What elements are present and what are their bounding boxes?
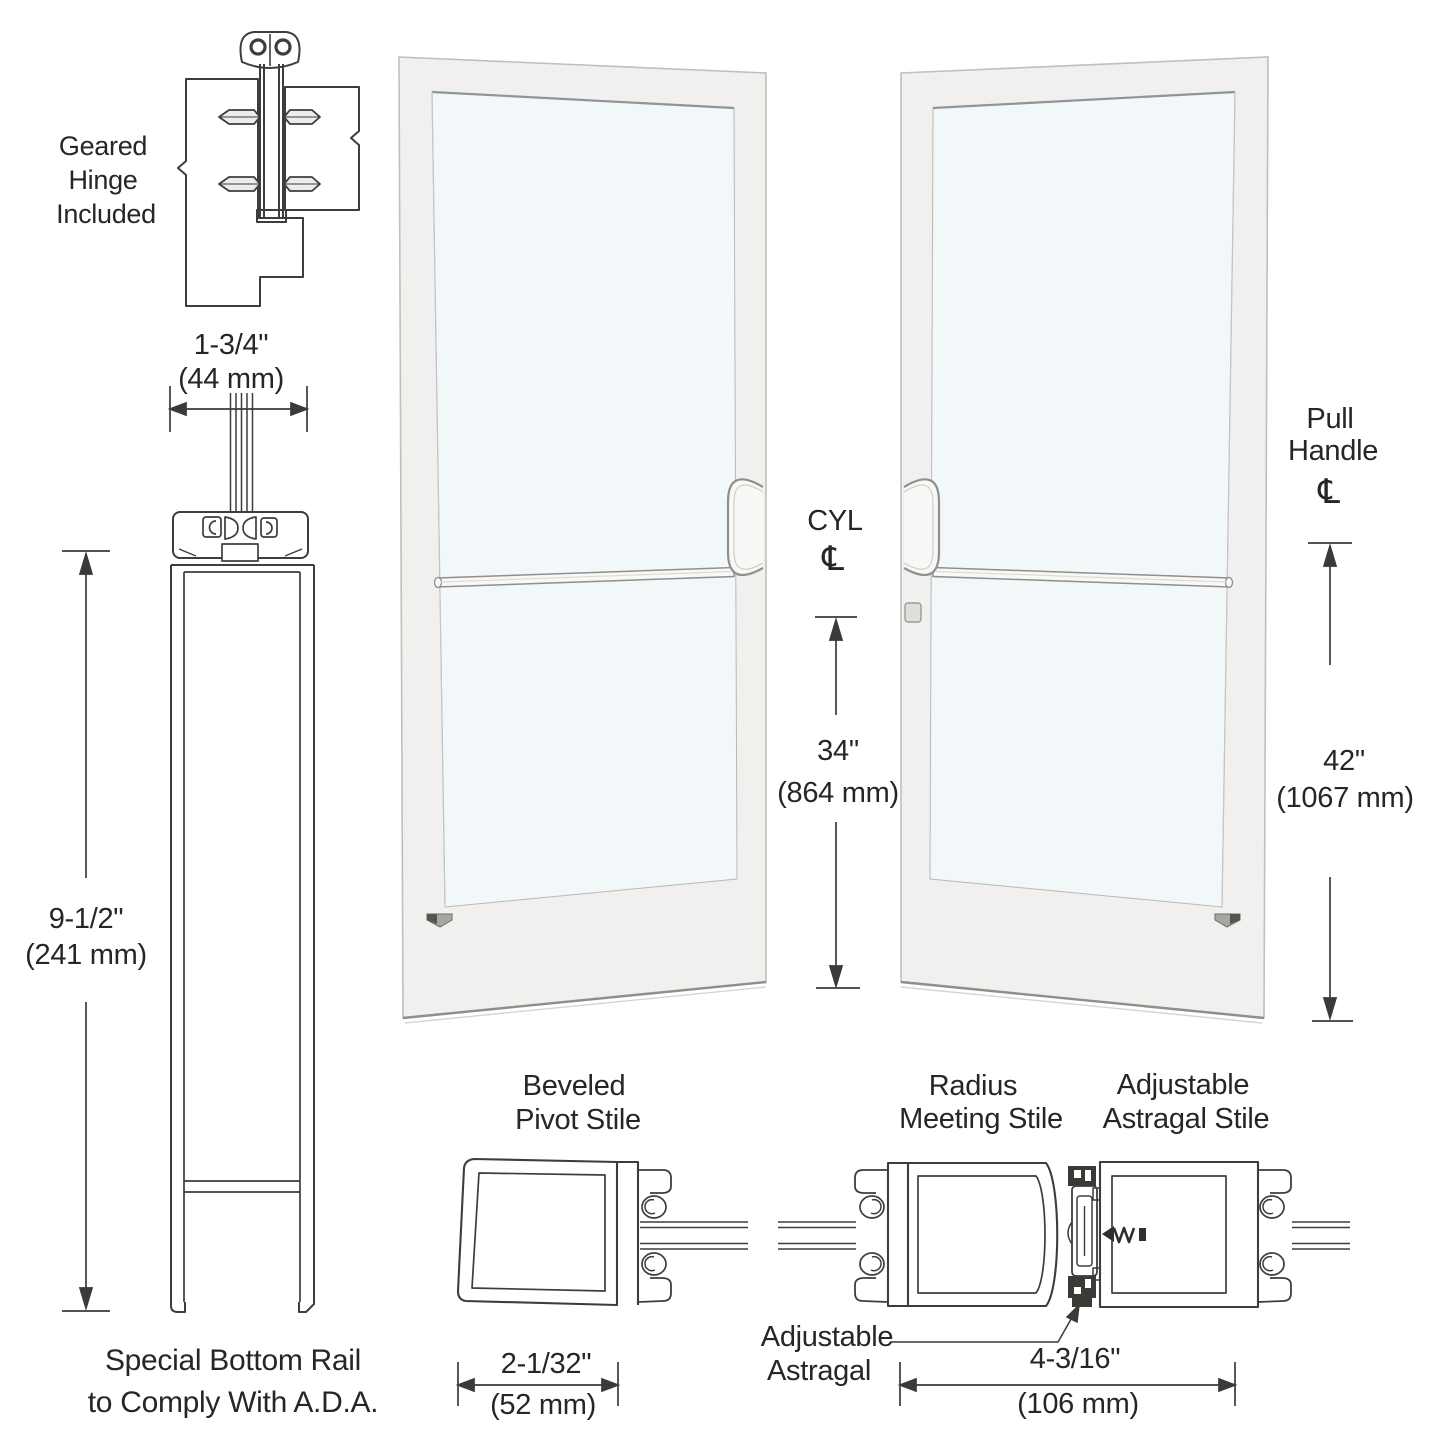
glass-recess-line bbox=[932, 90, 1236, 110]
radius-meeting-stile-section bbox=[854, 1161, 1059, 1308]
push-bar bbox=[932, 566, 1234, 589]
right-door bbox=[900, 56, 1269, 1024]
adjustable-astragal-stile-section bbox=[1092, 1160, 1292, 1309]
glass-edge-lines bbox=[229, 393, 254, 547]
cyl-height-imperial: 34" bbox=[817, 735, 859, 767]
bottom-rail-note-line2: to Comply With A.D.A. bbox=[87, 1386, 379, 1419]
dim-bottom-rail-height bbox=[62, 550, 110, 1312]
beveled-pivot-stile-section bbox=[456, 1157, 672, 1307]
bottom-pivot-bracket bbox=[426, 913, 453, 928]
astragal-leader bbox=[890, 1302, 1080, 1343]
section-glass-lines bbox=[640, 1221, 1350, 1250]
astragal-callout-line1: Adjustable bbox=[760, 1321, 894, 1353]
pivot-stile-label-line1: Beveled bbox=[522, 1070, 626, 1102]
pull-handle-label-line1: Pull bbox=[1306, 403, 1354, 435]
geared-hinge-label-line3: Included bbox=[56, 199, 156, 229]
astragal-width-metric: (106 mm) bbox=[1017, 1388, 1139, 1420]
bottom-rail-note-line1: Special Bottom Rail bbox=[104, 1344, 362, 1377]
adjustable-astragal-detail bbox=[1067, 1166, 1098, 1307]
dim-pull-height bbox=[1308, 542, 1353, 1022]
bottom-rail-height-metric: (241 mm) bbox=[25, 939, 147, 971]
bottom-rail-height-imperial: 9-1/2" bbox=[48, 903, 124, 935]
pull-height-metric: (1067 mm) bbox=[1276, 782, 1414, 814]
hinge-screws bbox=[218, 109, 321, 192]
cyl-height-metric: (864 mm) bbox=[777, 777, 899, 809]
dim-stile-width bbox=[167, 386, 310, 432]
glass-recess-line bbox=[431, 90, 735, 110]
pivot-stile-width-imperial: 2-1/32" bbox=[500, 1348, 592, 1380]
stile-width-imperial: 1-3/4" bbox=[193, 329, 269, 361]
astragal-stile-label-line2: Astragal Stile bbox=[1102, 1103, 1270, 1135]
astragal-stile-label-line1: Adjustable bbox=[1116, 1069, 1250, 1101]
pull-handle bbox=[726, 478, 764, 576]
dim-cyl-height bbox=[815, 616, 860, 989]
geared-hinge-detail bbox=[177, 31, 360, 307]
cylinder-lock bbox=[904, 602, 922, 623]
cyl-label: CYL bbox=[807, 505, 863, 537]
pull-handle-label-line2: Handle bbox=[1287, 435, 1379, 467]
left-door bbox=[398, 56, 767, 1024]
geared-hinge-label-line1: Geared bbox=[58, 131, 148, 161]
dim-astragal-width bbox=[897, 1362, 1238, 1406]
cyl-centerline-symbol: ℄ bbox=[822, 539, 844, 579]
pull-handle bbox=[903, 478, 941, 576]
geared-hinge-label-line2: Hinge bbox=[68, 165, 138, 195]
pivot-stile-label-line2: Pivot Stile bbox=[515, 1104, 641, 1136]
pull-handle-centerline-symbol: ℄ bbox=[1318, 472, 1340, 512]
pull-height-imperial: 42" bbox=[1323, 745, 1365, 777]
bottom-pivot-bracket bbox=[1214, 913, 1241, 928]
meeting-stile-label-line1: Radius bbox=[928, 1070, 1018, 1102]
screw-icon bbox=[1102, 1226, 1146, 1244]
pivot-stile-width-metric: (52 mm) bbox=[490, 1389, 596, 1421]
meeting-stile-label-line2: Meeting Stile bbox=[899, 1103, 1063, 1135]
dim-pivot-stile-width bbox=[455, 1362, 621, 1406]
astragal-width-imperial: 4-3/16" bbox=[1029, 1343, 1121, 1375]
push-bar bbox=[433, 566, 735, 589]
stile-width-metric: (44 mm) bbox=[178, 363, 284, 395]
astragal-callout-line2: Astragal bbox=[767, 1355, 871, 1387]
bottom-rail-side-profile bbox=[170, 393, 315, 1313]
